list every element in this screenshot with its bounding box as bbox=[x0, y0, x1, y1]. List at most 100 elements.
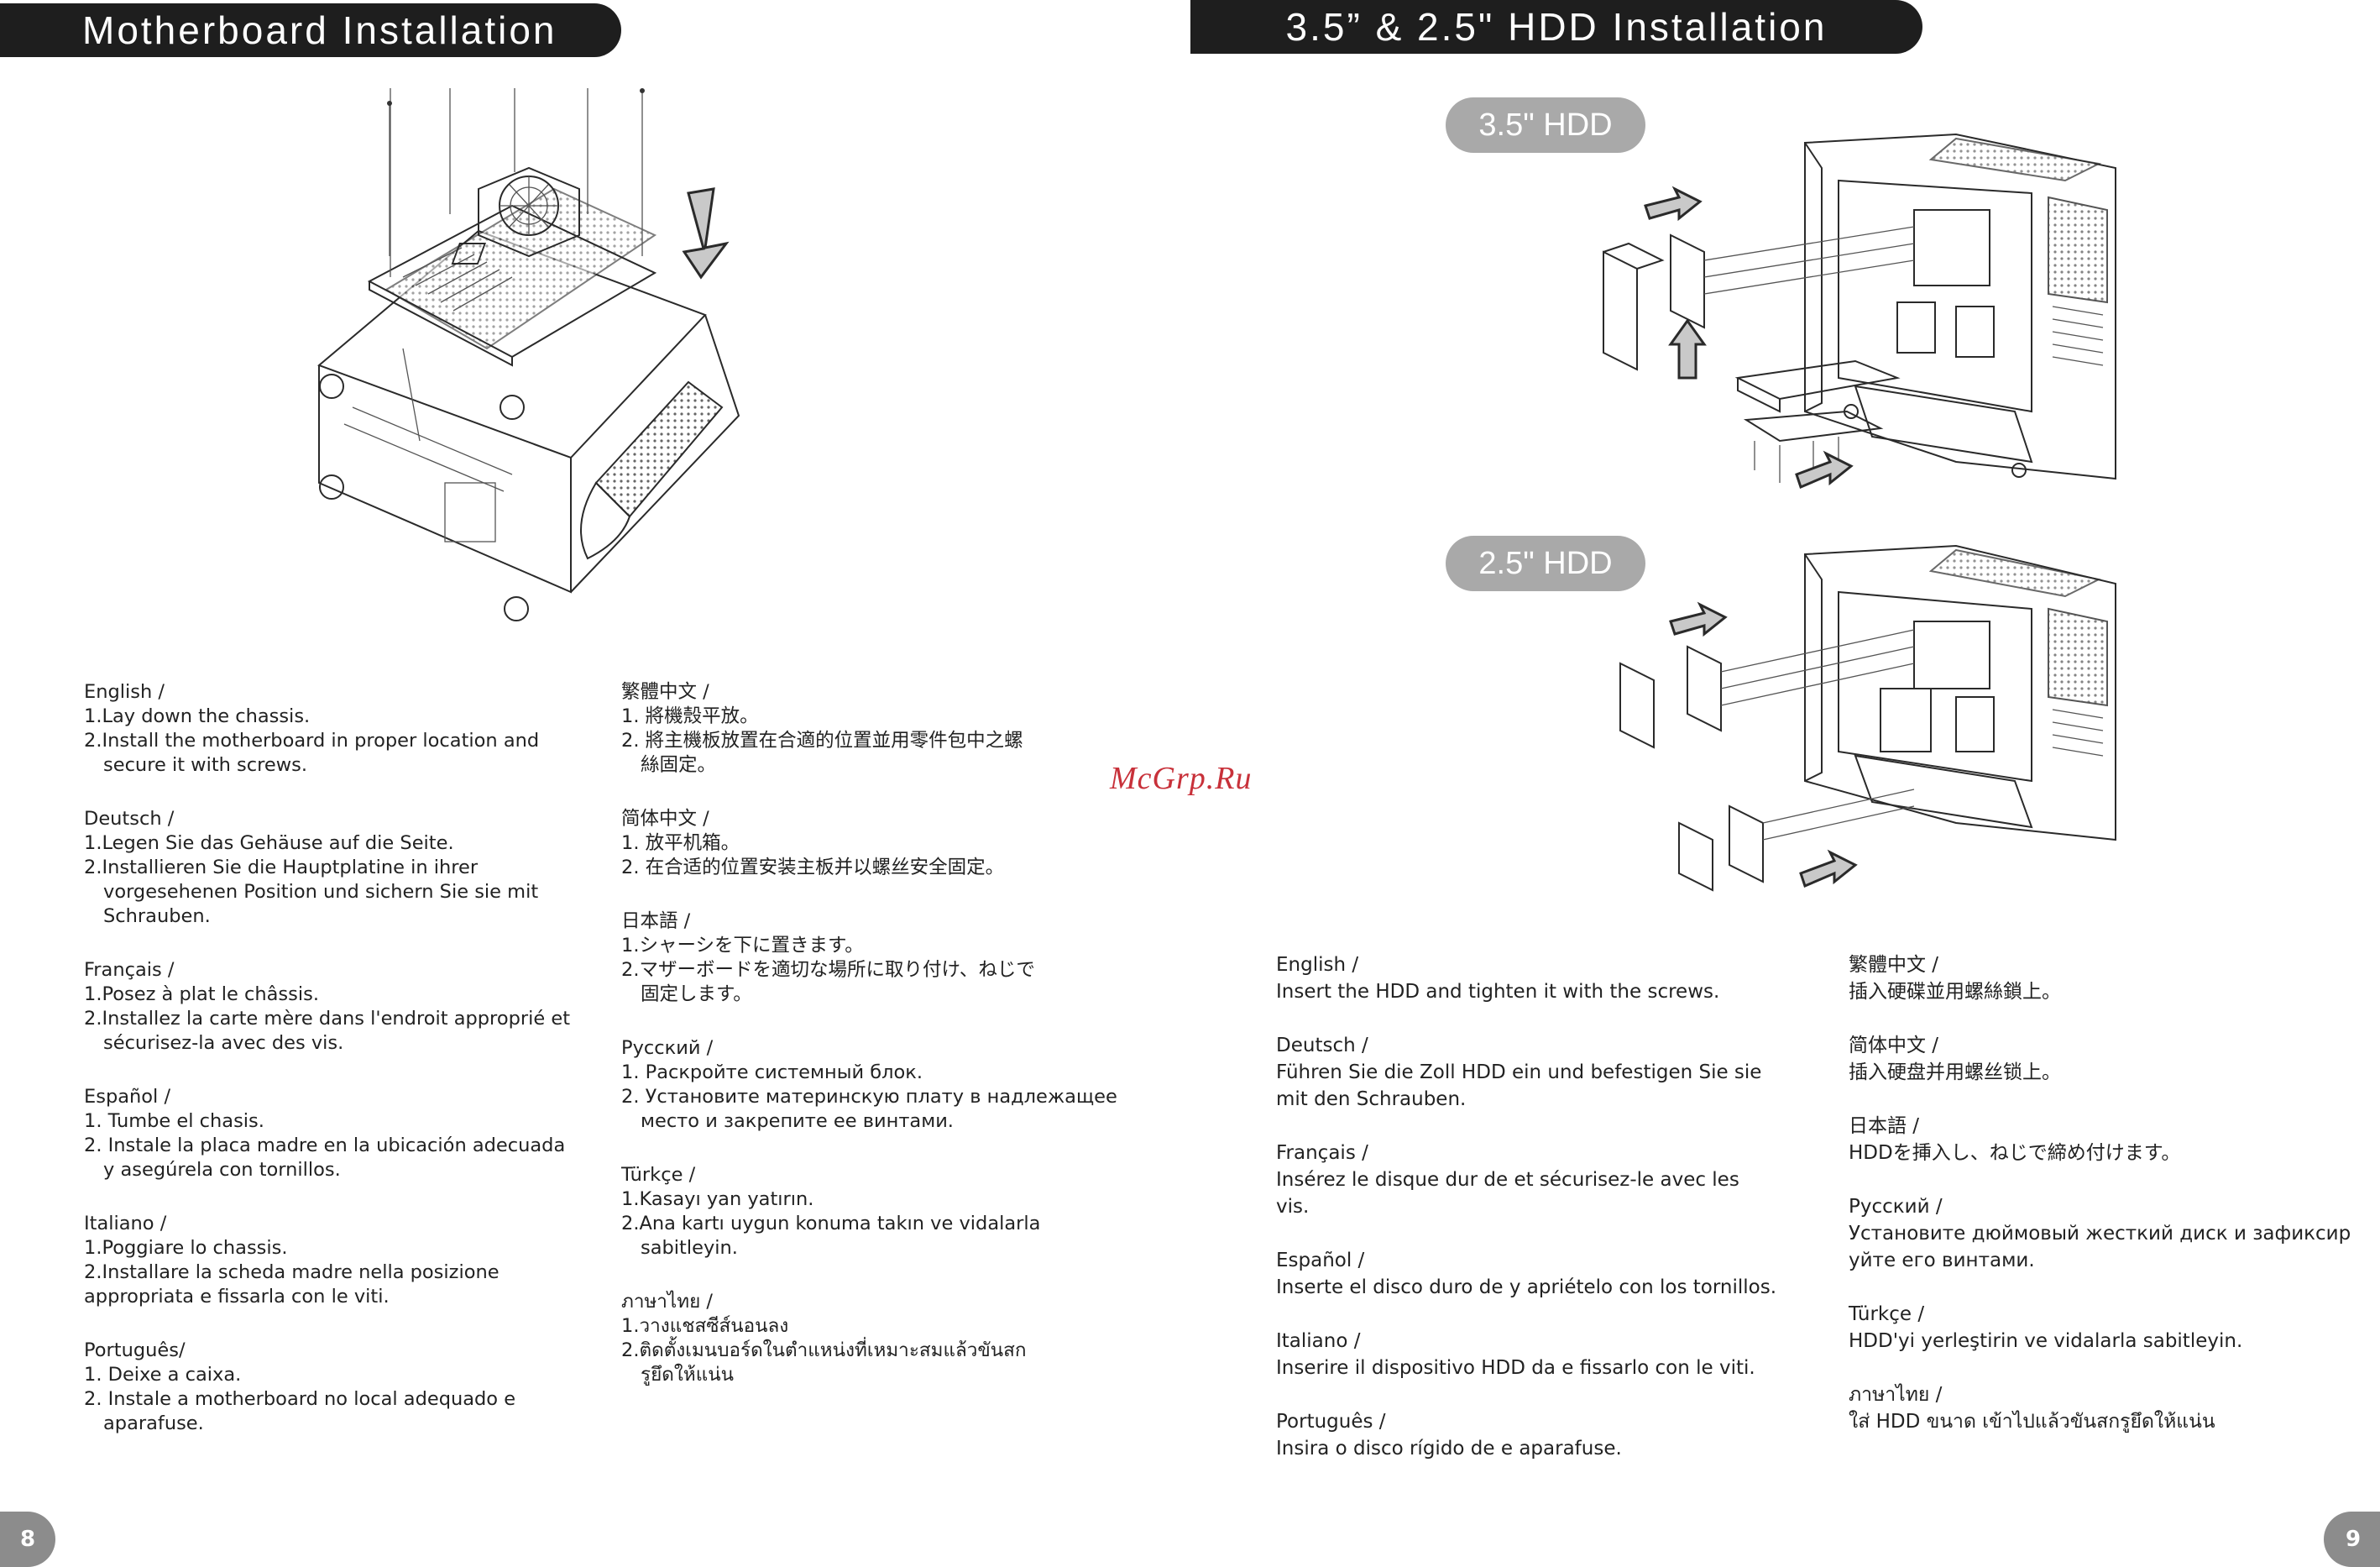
watermark: McGrp.Ru bbox=[1110, 761, 1253, 796]
instruction-line: sabitleyin. bbox=[641, 1237, 738, 1259]
lang-section: Italiano /1.Poggiare lo chassis.2.Instal… bbox=[84, 1212, 588, 1309]
lang-section: Italiano /Inserire il dispositivo HDD da… bbox=[1276, 1328, 1813, 1381]
lang-section: ภาษาไทย /ใส่ HDD ขนาด เข้าไปแล้วขันสกรูย… bbox=[1849, 1381, 2352, 1435]
hdd-installation-header: 3.5” & 2.5" HDD Installation bbox=[1190, 0, 1922, 54]
lang-heading: Türkçe / bbox=[1849, 1303, 1925, 1325]
lang-section: Português / Insira o disco rígido de e a… bbox=[1276, 1408, 1813, 1462]
instruction-line: 絲固定。 bbox=[641, 754, 717, 776]
instruction-line: 1. 放平机箱。 bbox=[621, 832, 740, 854]
instruction-line: Inserte el disco duro de y apriételo con… bbox=[1276, 1276, 1777, 1298]
instruction-line: 插入硬盘并用螺丝锁上。 bbox=[1849, 1061, 2061, 1083]
lang-section: Deutsch /1.Legen Sie das Gehäuse auf die… bbox=[84, 807, 588, 929]
lang-section: Português/1. Deixe a caixa.2. Instale a … bbox=[84, 1339, 588, 1436]
page-number-left: 8 bbox=[0, 1512, 55, 1567]
instruction-line: vis. bbox=[1276, 1196, 1310, 1218]
instruction-line: 2. 將主機板放置在合適的位置並用零件包中之螺 bbox=[621, 730, 1023, 752]
hdd-instructions-col2: 繁體中文 / 插入硬碟並用螺絲鎖上。简体中文 / 插入硬盘并用螺丝锁上。日本語 / H… bbox=[1849, 951, 2352, 1462]
lang-section: Русский / Установите дюймовый жесткий дис… bbox=[1849, 1193, 2352, 1274]
lang-heading: Español / bbox=[1276, 1250, 1365, 1271]
instruction-line: aparafuse. bbox=[103, 1412, 204, 1434]
instruction-line: 1.シャーシを下に置きます。 bbox=[621, 935, 864, 956]
instruction-line: HDDを挿入し、ねじで締め付けます。 bbox=[1849, 1142, 2181, 1164]
lang-section: Français /1.Posez à plat le châssis. 2.In… bbox=[84, 958, 588, 1056]
lang-heading: 简体中文 / bbox=[621, 808, 709, 830]
instruction-line: 固定します。 bbox=[641, 983, 752, 1005]
lang-heading: Türkçe / bbox=[621, 1164, 696, 1186]
lang-heading: English / bbox=[1276, 954, 1359, 976]
instruction-line: sécurisez-la avec des vis. bbox=[103, 1032, 344, 1054]
instruction-line: 2. Instale la placa madre en la ubicació… bbox=[84, 1135, 566, 1156]
lang-heading: Русский / bbox=[621, 1037, 714, 1059]
instruction-line: место и закрепите ее винтами. bbox=[641, 1110, 954, 1132]
lang-section: 繁體中文 /1. 將機殼平放。2. 將主機板放置在合適的位置並用零件包中之螺絲固… bbox=[621, 680, 1142, 778]
instruction-line: Schrauben. bbox=[103, 905, 211, 927]
lang-section: Español / Inserte el disco duro de y apri… bbox=[1276, 1247, 1813, 1301]
lang-heading: Português / bbox=[1276, 1411, 1386, 1433]
instruction-line: 1.Poggiare lo chassis. bbox=[84, 1237, 288, 1259]
instruction-line: 1.Posez à plat le châssis. bbox=[84, 983, 319, 1005]
lang-heading: 繁體中文 / bbox=[621, 681, 709, 703]
instruction-line: secure it with screws. bbox=[103, 754, 308, 776]
lang-heading: Français / bbox=[1276, 1142, 1368, 1164]
hdd-instructions-col1: English / Insert the HDD and tighten it w… bbox=[1276, 951, 1813, 1489]
instruction-line: Insérez le disque dur de et sécurisez-le… bbox=[1276, 1169, 1739, 1191]
instruction-line: 2.Installez la carte mère dans l'endroit… bbox=[84, 1008, 571, 1030]
instruction-line: 插入硬碟並用螺絲鎖上。 bbox=[1849, 981, 2061, 1003]
instruction-line: appropriata e fissarla con le viti. bbox=[84, 1286, 390, 1308]
instruction-line: 2.ติดตั้งเมนบอร์ดในตำแหน่งที่เหมาะสมแล้ว… bbox=[621, 1339, 1027, 1361]
lang-heading: Português/ bbox=[84, 1339, 186, 1361]
instruction-line: 2. Установите материнскую плату в надлеж… bbox=[621, 1086, 1117, 1108]
hdd-25-installation-illustration bbox=[1619, 544, 2116, 892]
lang-heading: English / bbox=[84, 681, 165, 703]
lang-section: English / Insert the HDD and tighten it w… bbox=[1276, 951, 1813, 1005]
hdd-35-label: 3.5" HDD bbox=[1446, 97, 1645, 153]
instruction-line: Führen Sie die Zoll HDD ein und befestig… bbox=[1276, 1061, 1762, 1083]
lang-heading: Русский / bbox=[1849, 1196, 1943, 1218]
instruction-line: 2. 在合适的位置安装主板并以螺丝安全固定。 bbox=[621, 857, 1005, 878]
lang-heading: 日本語 / bbox=[621, 910, 691, 932]
motherboard-installation-header: Motherboard Installation bbox=[0, 3, 621, 57]
lang-heading: Italiano / bbox=[84, 1213, 167, 1234]
lang-section: Español /1. Tumbe el chasis.2. Instale l… bbox=[84, 1085, 588, 1182]
lang-heading: Deutsch / bbox=[84, 808, 175, 830]
instruction-line: 2.Installieren Sie die Hauptplatine in i… bbox=[84, 857, 479, 878]
instruction-line: vorgesehenen Position und sichern Sie si… bbox=[103, 881, 539, 903]
lang-section: 简体中文 /1. 放平机箱。 2. 在合适的位置安装主板并以螺丝安全固定。 bbox=[621, 807, 1142, 880]
motherboard-instructions-col1: English /1.Lay down the chassis. 2.Instal… bbox=[84, 680, 588, 1465]
lang-section: Русский /1. Раскройте системный блок.2. … bbox=[621, 1036, 1142, 1134]
lang-heading: 繁體中文 / bbox=[1849, 954, 1939, 976]
lang-section: 繁體中文 / 插入硬碟並用螺絲鎖上。 bbox=[1849, 951, 2352, 1005]
lang-heading: ภาษาไทย / bbox=[621, 1291, 713, 1313]
instruction-line: 1. Deixe a caixa. bbox=[84, 1364, 242, 1386]
hdd-25-label: 2.5" HDD bbox=[1446, 536, 1645, 591]
instruction-line: Установите дюймовый жесткий диск и зафик… bbox=[1849, 1223, 2351, 1245]
instruction-line: 1.Kasayı yan yatırın. bbox=[621, 1188, 814, 1210]
lang-heading: ภาษาไทย / bbox=[1849, 1384, 1943, 1406]
instruction-line: 2.マザーボードを適切な場所に取り付け、ねじで bbox=[621, 959, 1035, 981]
instruction-line: Insert the HDD and tighten it with the s… bbox=[1276, 981, 1720, 1003]
instruction-line: รูยึดให้แน่น bbox=[641, 1364, 734, 1386]
instruction-line: 1.Legen Sie das Gehäuse auf die Seite. bbox=[84, 832, 454, 854]
motherboard-instructions-col2: 繁體中文 /1. 將機殼平放。2. 將主機板放置在合適的位置並用零件包中之螺絲固… bbox=[621, 680, 1142, 1417]
lang-section: Türkçe /1.Kasayı yan yatırın. 2.Ana kartı… bbox=[621, 1163, 1142, 1260]
instruction-line: 2.Ana kartı uygun konuma takın ve vidala… bbox=[621, 1213, 1041, 1234]
lang-heading: Deutsch / bbox=[1276, 1035, 1368, 1056]
lang-heading: Español / bbox=[84, 1086, 171, 1108]
instruction-line: 2. Instale a motherboard no local adequa… bbox=[84, 1388, 516, 1410]
instruction-line: 1.Lay down the chassis. bbox=[84, 705, 311, 727]
instruction-line: уйте его винтами. bbox=[1849, 1250, 2035, 1271]
instruction-line: Insira o disco rígido de e aparafuse. bbox=[1276, 1438, 1622, 1460]
lang-section: 日本語 / 1.シャーシを下に置きます。 2.マザーボードを適切な場所に取り付け、ね… bbox=[621, 909, 1142, 1007]
page-number-right: 9 bbox=[2324, 1512, 2380, 1567]
instruction-line: Inserire il dispositivo HDD da e fissarl… bbox=[1276, 1357, 1755, 1379]
lang-heading: 简体中文 / bbox=[1849, 1035, 1939, 1056]
hdd-35-installation-illustration bbox=[1603, 133, 2116, 490]
instruction-line: 2.Install the motherboard in proper loca… bbox=[84, 730, 540, 752]
instruction-line: y asegúrela con tornillos. bbox=[103, 1159, 341, 1181]
lang-heading: Français / bbox=[84, 959, 175, 981]
instruction-line: HDD'yi yerleştirin ve vidalarla sabitley… bbox=[1849, 1330, 2243, 1352]
motherboard-installation-illustration bbox=[317, 88, 740, 621]
lang-heading: 日本語 / bbox=[1849, 1115, 1920, 1137]
lang-section: 日本語 / HDDを挿入し、ねじで締め付けます。 bbox=[1849, 1113, 2352, 1166]
